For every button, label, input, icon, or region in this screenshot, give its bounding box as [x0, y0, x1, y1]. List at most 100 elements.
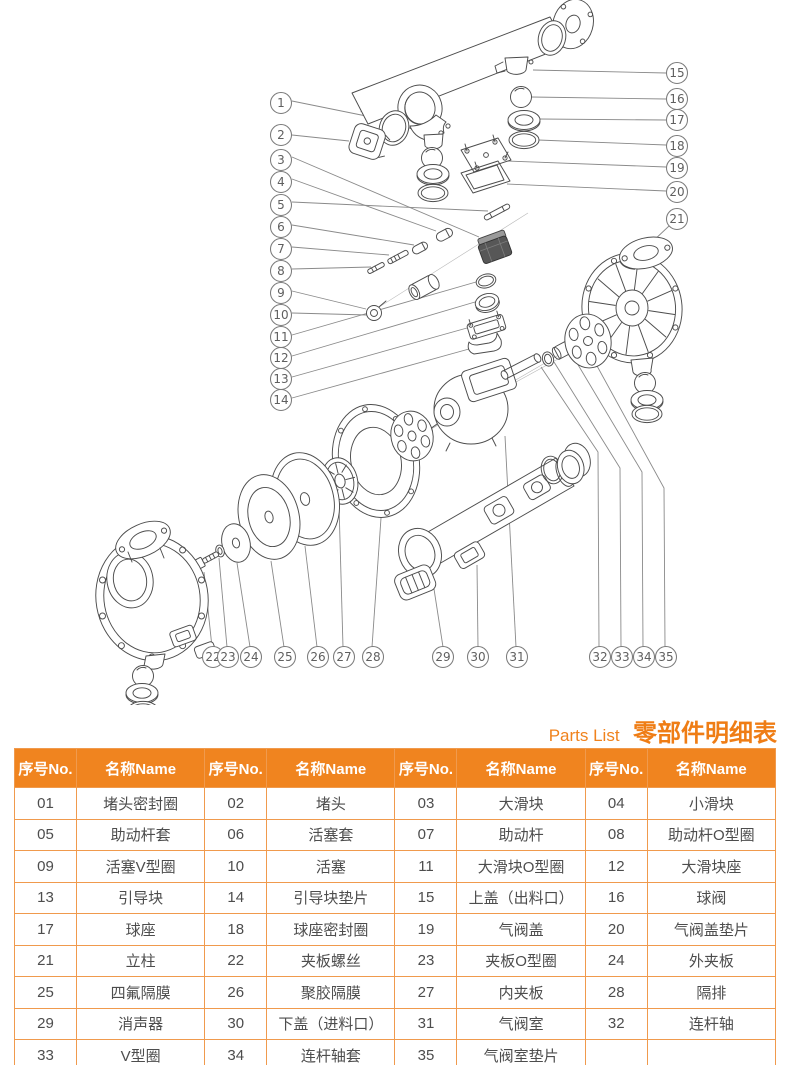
callout-circle: [269, 215, 293, 239]
left-casing: [95, 520, 217, 705]
leader-line-32: [540, 366, 600, 648]
leader-line-30: [476, 564, 479, 648]
ball-valve: [510, 86, 532, 108]
callout-17: 17: [665, 108, 689, 132]
part-no-cell: 07: [394, 818, 458, 851]
callout-circle: [269, 193, 293, 217]
inlet-cap: [556, 442, 591, 485]
callout-number: 23: [220, 650, 235, 664]
part-name-cell: 球座密封圈: [266, 913, 396, 946]
part-name-cell: V型圈: [76, 1039, 206, 1065]
callout-circle: [269, 148, 293, 172]
callout-circle: [269, 259, 293, 283]
part-no-cell: 23: [394, 944, 458, 977]
part-no-cell: 21: [13, 944, 78, 977]
part-no-cell: 12: [584, 850, 648, 883]
callout-33: 33: [610, 645, 634, 669]
callout-number: 21: [669, 212, 684, 226]
part-name-cell: 气阀室垫片: [456, 1039, 586, 1065]
leader-line-23: [218, 557, 228, 648]
callout-number: 5: [277, 198, 285, 212]
callout-number: 8: [277, 264, 285, 278]
part-no-cell: 35: [394, 1039, 458, 1065]
title-english: Parts List: [548, 726, 620, 745]
part-no-cell: 19: [394, 913, 458, 946]
callout-12: 12: [269, 346, 293, 370]
part-no-cell: 24: [584, 944, 648, 977]
callout-number: 33: [614, 650, 629, 664]
lower-cover: [394, 442, 591, 601]
callout-circle: [269, 303, 293, 327]
callout-8: 8: [269, 259, 293, 283]
callout-circle: [665, 108, 689, 132]
callout-number: 14: [273, 393, 288, 407]
callout-number: 25: [277, 650, 292, 664]
part-name-cell: 连杆轴套: [266, 1039, 396, 1065]
part-name-cell: 立柱: [76, 944, 206, 977]
air-valve-cover-gasket: [460, 160, 511, 194]
upper-valve-sets: [416, 86, 541, 203]
part-name-cell: 堵头密封圈: [76, 787, 206, 820]
callout-15: 15: [665, 61, 689, 85]
leader-line-13: [291, 327, 468, 378]
part-no-cell: 03: [394, 787, 458, 820]
ptfe-diaphragm: [237, 474, 301, 560]
callout-circle: [665, 61, 689, 85]
part-name-cell: 引导块: [76, 881, 206, 914]
callout-number: 22: [205, 650, 220, 664]
part-name-cell: [646, 1039, 777, 1065]
callout-5: 5: [269, 193, 293, 217]
callout-number: 3: [277, 153, 285, 167]
part-no-cell: 20: [584, 913, 648, 946]
part-no-cell: 22: [204, 944, 268, 977]
callout-number: 1: [277, 96, 285, 110]
exploded-diagram: 1234567891011121314151617181920212223242…: [95, 0, 689, 705]
callout-number: 20: [669, 185, 684, 199]
callout-14: 14: [269, 388, 293, 412]
callout-number: 31: [509, 650, 524, 664]
callout-circle: [269, 170, 293, 194]
leader-line-17: [538, 118, 667, 121]
leader-line-16: [530, 96, 667, 100]
slider-seat-plate: [390, 410, 434, 462]
part-name-cell: 夹板O型圈: [456, 944, 586, 977]
leader-line-3: [291, 156, 480, 238]
outer-clamp-plate: [221, 523, 251, 563]
callout-1: 1: [269, 91, 293, 115]
callout-number: 34: [636, 650, 651, 664]
callout-18: 18: [665, 134, 689, 158]
part-name-cell: 气阀盖垫片: [646, 913, 777, 946]
leader-line-11: [291, 281, 477, 336]
inner-plate-right: [564, 313, 612, 369]
part-no-cell: 26: [204, 976, 268, 1009]
callout-number: 32: [592, 650, 607, 664]
callout-circle: [632, 645, 656, 669]
part-no-cell: 09: [13, 850, 78, 883]
muffler: [394, 564, 437, 601]
callout-number: 28: [365, 650, 380, 664]
leader-line-6: [291, 224, 415, 246]
part-name-cell: 球座: [76, 913, 206, 946]
part-name-cell: 助动杆套: [76, 818, 206, 851]
callout-number: 24: [243, 650, 258, 664]
callout-29: 29: [431, 645, 455, 669]
callout-circle: [466, 645, 490, 669]
leader-line-5: [291, 201, 489, 212]
part-name-cell: 内夹板: [456, 976, 586, 1009]
part-no-cell: 02: [204, 787, 268, 820]
air-valve-cover: [460, 134, 512, 173]
callout-21: 21: [665, 207, 689, 231]
callout-2: 2: [269, 123, 293, 147]
header-name: 名称Name: [76, 748, 206, 788]
callout-circle: [273, 645, 297, 669]
part-no-cell: 31: [394, 1007, 458, 1040]
callout-number: 29: [435, 650, 450, 664]
